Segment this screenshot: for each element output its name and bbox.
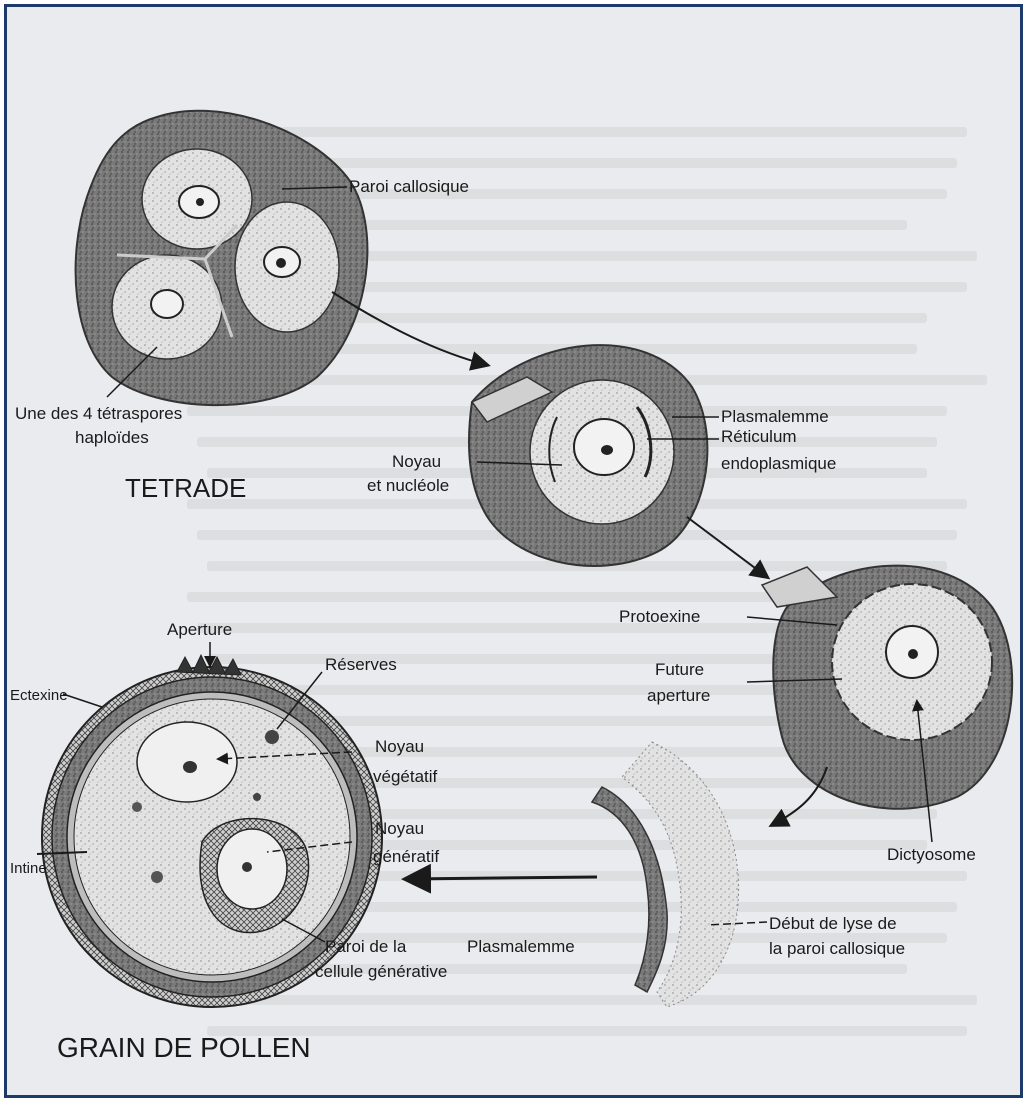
figure-frame: Paroi callosique Une des 4 tétraspores h…: [4, 4, 1023, 1098]
stage4-wall-fragment: [592, 742, 767, 1007]
tetrade-title: TETRADE: [125, 473, 246, 503]
pollen-development-diagram: Paroi callosique Une des 4 tétraspores h…: [7, 7, 1020, 1095]
stage4-debut-label-line2: la paroi callosique: [769, 939, 905, 958]
reserve-granule-2: [132, 802, 142, 812]
generative-nucleolus: [242, 862, 252, 872]
future-label-line1: Future: [655, 660, 704, 679]
tetraspore-label-line1: Une des 4 tétraspores: [15, 404, 182, 423]
arrow-stage2-to-stage3: [687, 517, 767, 577]
stage4-lysing-callose: [622, 742, 739, 1007]
stage4-exine-band: [592, 787, 667, 992]
tetraspore-top-nucleolus: [196, 198, 204, 206]
tetrade-cell: [76, 111, 368, 405]
dictyosome-label: Dictyosome: [887, 845, 976, 864]
protoexine-label: Protoexine: [619, 607, 700, 626]
paroi-callosique-label: Paroi callosique: [349, 177, 469, 196]
pollen-aperture-spikes: [177, 655, 241, 675]
reserve-granule-3: [151, 871, 163, 883]
future-label-line2: aperture: [647, 686, 710, 705]
stage2-reticulum-label-line1: Réticulum: [721, 427, 797, 446]
ectexine-pointer: [63, 694, 102, 707]
stage2-noyau-label-line2: et nucléole: [367, 476, 449, 495]
reserve-granule-4: [253, 793, 261, 801]
noyau-gen-label-line1: Noyau: [375, 819, 424, 838]
stage4-plasmalemme-label: Plasmalemme: [467, 937, 575, 956]
stage2-cell: [469, 345, 719, 566]
paroi-gen-label-line1: Paroi de la: [325, 937, 407, 956]
stage4-debut-label-line1: Début de lyse de: [769, 914, 897, 933]
pollen-ectexine-label: Ectexine: [10, 687, 68, 704]
stage2-noyau-label-line1: Noyau: [392, 452, 441, 471]
stage2-nucleolus: [601, 445, 613, 455]
reserve-granule-1: [265, 730, 279, 744]
stage3-nucleolus: [908, 649, 918, 659]
pollen-intine-label: Intine: [10, 860, 47, 877]
paroi-gen-label-line2: cellule générative: [315, 962, 447, 981]
vegetative-nucleolus: [183, 761, 197, 773]
noyau-gen-label-line2: génératif: [373, 847, 439, 866]
arrow-stage4-to-pollen: [407, 877, 597, 879]
generative-nucleus: [217, 829, 287, 909]
tetraspore-label-line2: haploïdes: [75, 428, 149, 447]
pollen-title: GRAIN DE POLLEN: [57, 1032, 311, 1063]
stage2-plasmalemme-label: Plasmalemme: [721, 407, 829, 426]
noyau-veg-label-line2: végétatif: [373, 767, 438, 786]
stage2-reticulum-label-line2: endoplasmique: [721, 454, 836, 473]
tetraspore-left-nucleus: [151, 290, 183, 318]
pollen-aperture-label: Aperture: [167, 620, 232, 639]
tetraspore-right-nucleolus: [276, 258, 286, 268]
noyau-veg-label-line1: Noyau: [375, 737, 424, 756]
stage3-cell: [747, 566, 1012, 842]
pollen-reserves-label: Réserves: [325, 655, 397, 674]
